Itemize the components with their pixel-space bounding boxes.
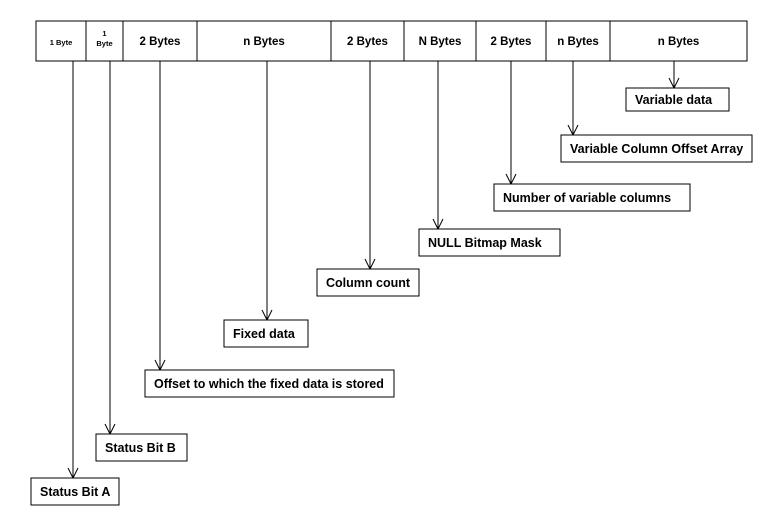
field-size-label-line: 1 <box>102 29 106 38</box>
field-cell-border <box>403 20 477 62</box>
annotation-box <box>144 369 395 398</box>
field-size-label: 2 Bytes <box>347 36 388 48</box>
field-size-label: n Bytes <box>658 36 700 48</box>
annotation-box <box>30 477 120 506</box>
field-size-label: 2 Bytes <box>140 36 181 48</box>
annotation-label: Variable Column Offset Array <box>570 142 743 156</box>
annotation-label: NULL Bitmap Mask <box>428 236 542 250</box>
field-size-label: n Bytes <box>557 36 599 48</box>
connector-arrow-5 <box>364 61 376 271</box>
field-cell-border <box>545 20 611 62</box>
annotation-box <box>418 228 561 257</box>
field-cell-6: N Bytes <box>403 20 477 62</box>
annotation-label: Status Bit A <box>40 485 110 499</box>
annotation-4: Fixed data <box>223 319 309 348</box>
annotation-label: Status Bit B <box>105 441 176 455</box>
field-cell-4: n Bytes <box>196 20 332 62</box>
annotation-box <box>560 134 753 163</box>
annotation-label: Column count <box>326 276 411 290</box>
annotation-1: Status Bit A <box>30 477 120 506</box>
field-size-label: n Bytes <box>243 36 285 48</box>
annotation-label: Fixed data <box>233 327 296 341</box>
field-cell-3: 2 Bytes <box>122 20 198 62</box>
field-cell-9: n Bytes <box>609 20 748 62</box>
annotation-9: Variable data <box>625 87 730 112</box>
connector-arrow-3 <box>154 61 166 372</box>
field-size-label-line: Byte <box>96 39 112 48</box>
annotation-box <box>493 183 691 212</box>
annotation-label: Variable data <box>635 93 713 107</box>
annotation-7: Number of variable columns <box>493 183 691 212</box>
field-size-label: N Bytes <box>419 36 462 48</box>
field-cell-7: 2 Bytes <box>475 20 547 62</box>
connector-arrow-1 <box>67 61 79 480</box>
annotation-6: NULL Bitmap Mask <box>418 228 561 257</box>
field-size-label: 1 Byte <box>50 38 73 47</box>
annotation-8: Variable Column Offset Array <box>560 134 753 163</box>
connector-arrow-7 <box>505 61 517 186</box>
annotation-2: Status Bit B <box>95 433 188 462</box>
field-cell-1: 1 Byte <box>35 20 87 62</box>
annotation-box <box>316 268 420 297</box>
field-cell-border <box>196 20 332 62</box>
annotation-box <box>95 433 188 462</box>
field-cell-5: 2 Bytes <box>330 20 405 62</box>
field-size-label: 2 Bytes <box>491 36 532 48</box>
connector-arrow-6 <box>432 61 444 231</box>
connector-arrow-4 <box>261 61 273 322</box>
field-cell-8: n Bytes <box>545 20 611 62</box>
field-cell-border <box>85 20 124 62</box>
connector-arrow-8 <box>567 61 579 137</box>
annotation-box <box>625 87 730 112</box>
field-cell-border <box>609 20 748 62</box>
annotation-box <box>223 319 309 348</box>
annotation-label: Number of variable columns <box>503 191 671 205</box>
annotation-5: Column count <box>316 268 420 297</box>
connector-arrow-9 <box>668 61 680 90</box>
annotation-3: Offset to which the fixed data is stored <box>144 369 395 398</box>
annotation-labels: Status Bit A Status Bit B Offset to which … <box>30 87 753 506</box>
connectors <box>67 61 680 480</box>
connector-arrow-2 <box>104 61 116 436</box>
annotation-label: Offset to which the fixed data is stored <box>154 377 384 391</box>
